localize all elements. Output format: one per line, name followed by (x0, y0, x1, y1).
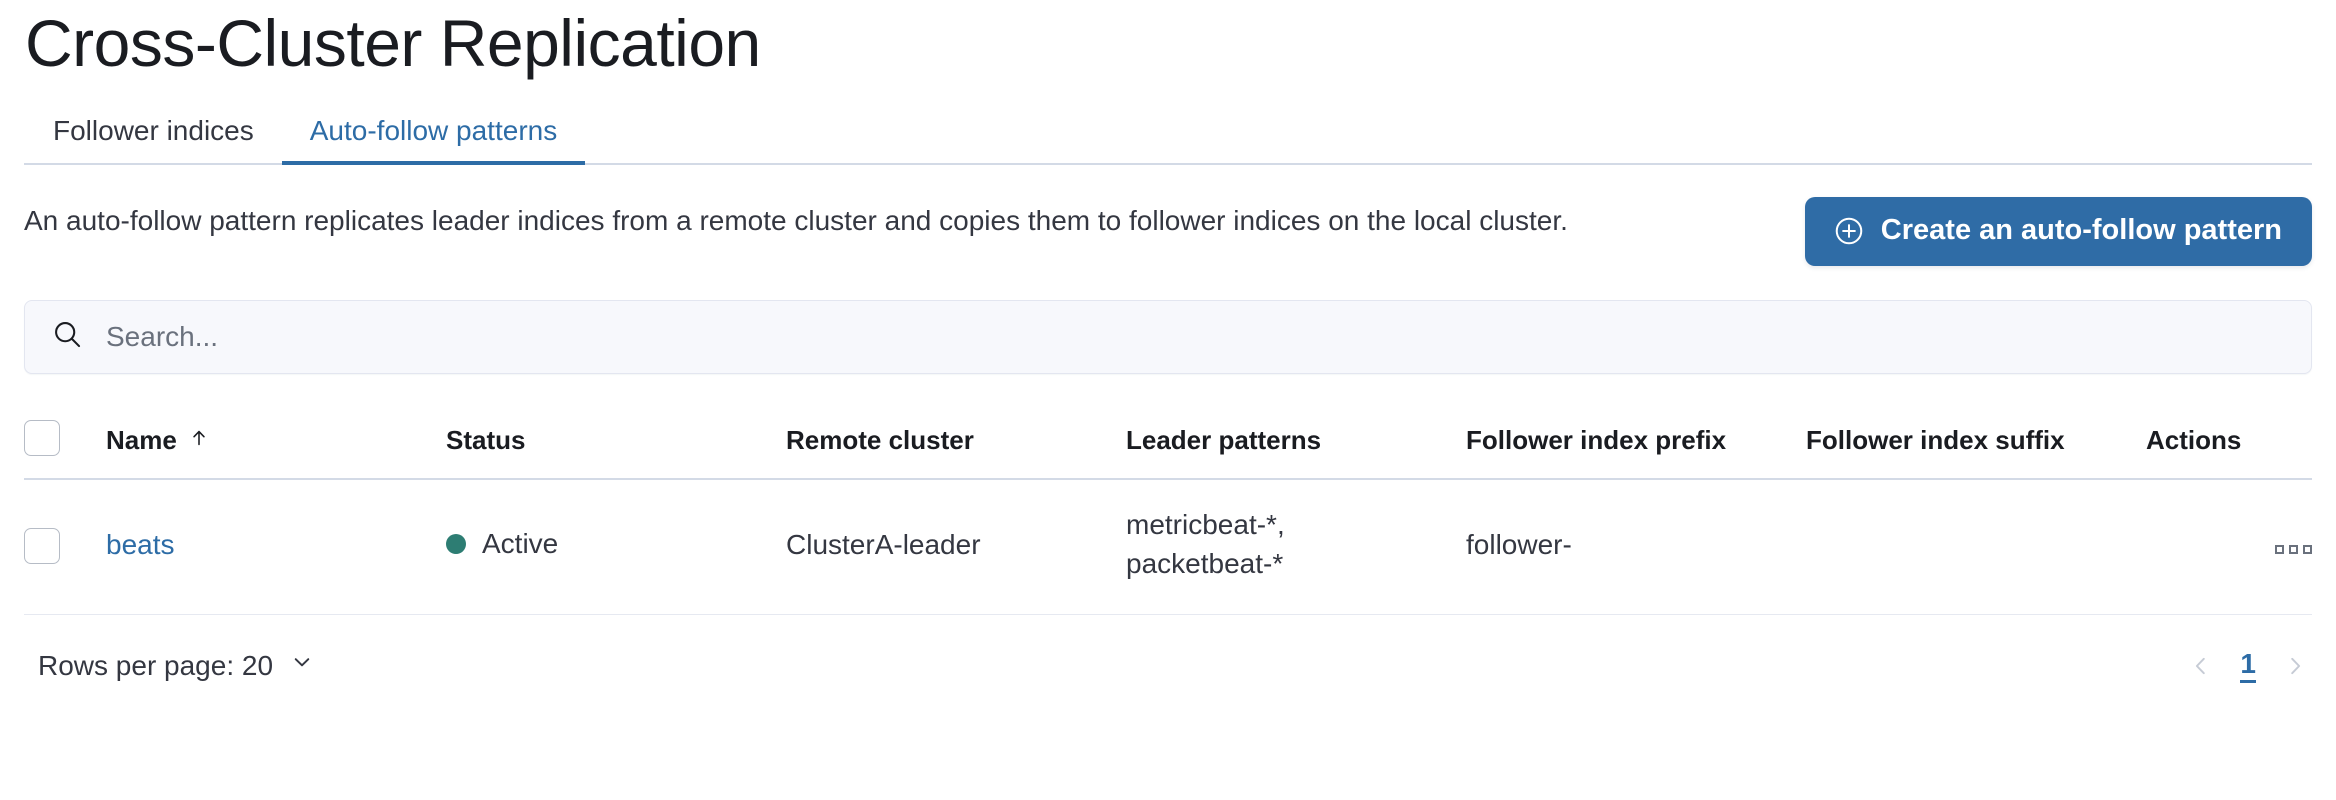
column-header-actions: Actions (2146, 410, 2312, 481)
column-header-name[interactable]: Name (106, 410, 446, 481)
tab-bar: Follower indices Auto-follow patterns (24, 115, 2312, 166)
chevron-right-icon[interactable] (2282, 653, 2308, 679)
plus-in-circle-icon (1833, 215, 1865, 247)
create-auto-follow-pattern-button[interactable]: Create an auto-follow pattern (1804, 197, 2312, 267)
column-header-follower-index-prefix[interactable]: Follower index prefix (1466, 410, 1806, 481)
table-header-row: Name Status Remote cluster Leader patter… (24, 410, 2312, 481)
chevron-down-icon (289, 649, 315, 682)
rows-per-page-selector[interactable]: Rows per page: 20 (38, 649, 315, 682)
leader-pattern-line: metricbeat-*, (1126, 509, 1285, 541)
pagination-page-1[interactable]: 1 (2240, 648, 2256, 683)
cell-actions (2146, 479, 2312, 615)
leader-pattern-line: packetbeat-* (1126, 547, 1284, 579)
row-select-cell (24, 479, 106, 615)
table-footer: Rows per page: 20 1 (24, 648, 2312, 683)
cell-status: Active (446, 479, 786, 615)
page-title: Cross-Cluster Replication (25, 6, 761, 80)
status-active-dot-icon (446, 534, 466, 555)
auto-follow-patterns-table: Name Status Remote cluster Leader patter… (24, 410, 2312, 615)
search-bar[interactable] (24, 300, 2312, 375)
tab-follower-indices[interactable]: Follower indices (25, 117, 282, 165)
sort-ascending-arrow-icon (188, 425, 210, 456)
rows-per-page-label: Rows per page: 20 (38, 649, 274, 681)
column-header-name-label: Name (106, 425, 177, 456)
pagination: 1 (2188, 648, 2308, 683)
cell-remote-cluster: ClusterA-leader (786, 479, 1126, 615)
status-badge: Active (482, 527, 559, 559)
search-icon (51, 318, 84, 356)
search-input[interactable] (106, 301, 2285, 374)
row-checkbox[interactable] (24, 528, 60, 565)
auto-follow-pattern-link[interactable]: beats (106, 528, 175, 560)
create-button-label: Create an auto-follow pattern (1880, 214, 2282, 247)
chevron-left-icon[interactable] (2188, 653, 2214, 679)
column-header-status[interactable]: Status (446, 410, 786, 481)
select-all-header (24, 410, 106, 481)
cell-follower-index-suffix (1806, 479, 2146, 615)
tab-auto-follow-patterns[interactable]: Auto-follow patterns (282, 117, 585, 165)
column-header-leader-patterns[interactable]: Leader patterns (1126, 410, 1466, 481)
intro-row: An auto-follow pattern replicates leader… (24, 197, 2312, 267)
column-header-follower-index-suffix[interactable]: Follower index suffix (1806, 410, 2146, 481)
intro-description: An auto-follow pattern replicates leader… (24, 205, 1568, 237)
select-all-checkbox[interactable] (24, 420, 60, 457)
context-menu-icon[interactable] (2275, 544, 2312, 554)
cell-leader-patterns: metricbeat-*, packetbeat-* (1126, 479, 1466, 615)
cell-name: beats (106, 479, 446, 615)
table-row: beats Active ClusterA-leader metricbeat-… (24, 479, 2312, 615)
cell-follower-index-prefix: follower- (1466, 479, 1806, 615)
column-header-remote-cluster[interactable]: Remote cluster (786, 410, 1126, 481)
